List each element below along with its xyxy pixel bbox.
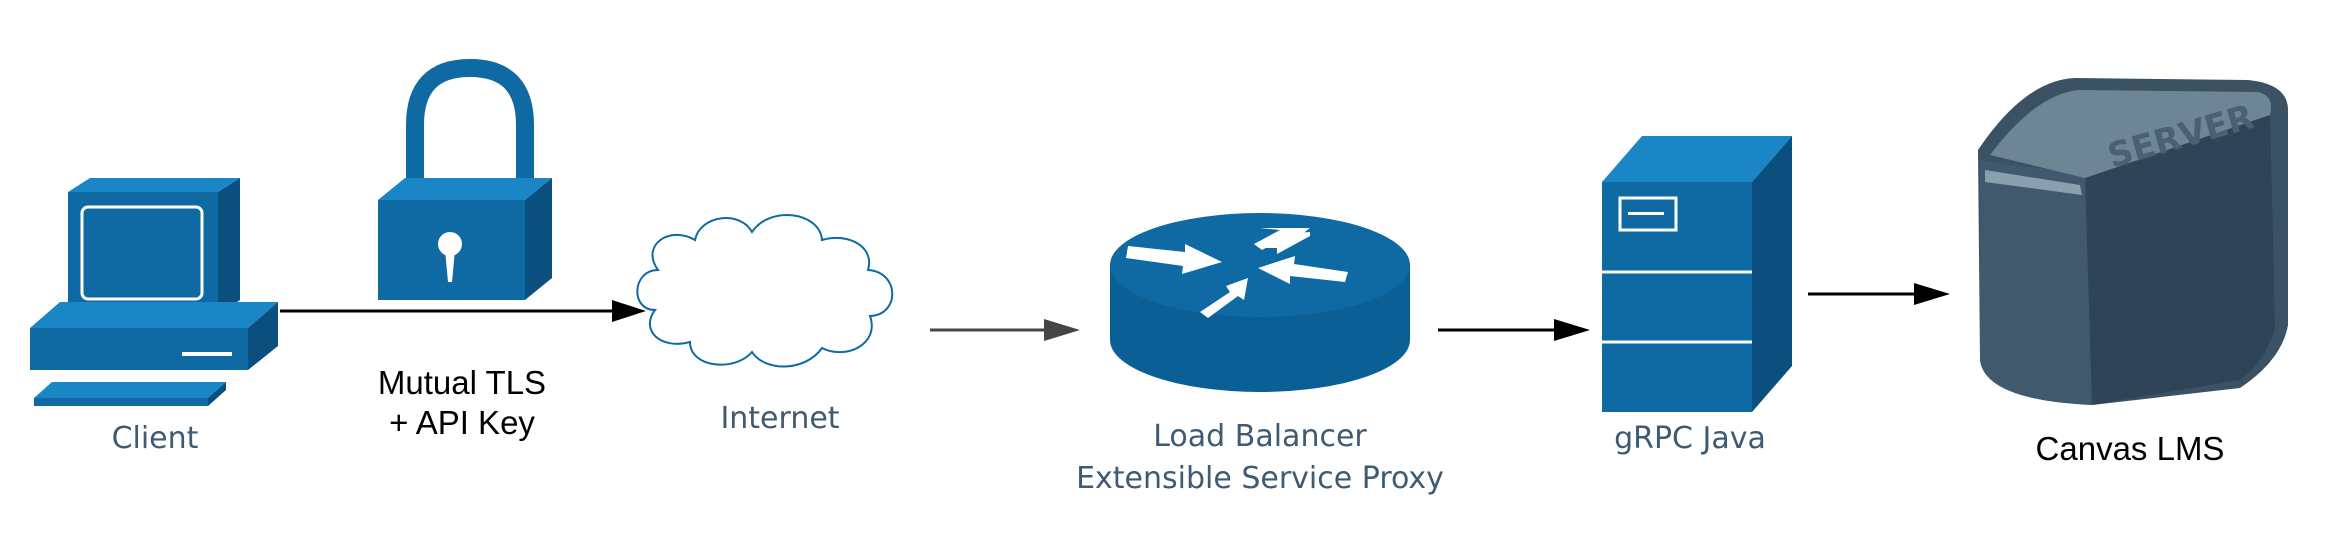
internet-label: Internet xyxy=(720,401,840,436)
edge-client-internet xyxy=(280,300,646,322)
load-balancer-label-line1: Load Balancer xyxy=(1153,419,1367,454)
edge-grpc-canvas xyxy=(1808,283,1950,305)
canvas-lms-label: Canvas LMS xyxy=(2035,430,2225,467)
server-box-icon: SERVER xyxy=(1978,78,2288,405)
edge-internet-loadbalancer xyxy=(930,319,1080,341)
edge-loadbalancer-grpc xyxy=(1438,319,1590,341)
cloud-icon xyxy=(636,214,894,368)
lock-label-line1: Mutual TLS xyxy=(377,364,547,401)
tower-server-icon xyxy=(1602,136,1792,412)
load-balancer-label-line2: Extensible Service Proxy xyxy=(1076,461,1444,496)
grpc-java-label: gRPC Java xyxy=(1614,421,1766,456)
client-label: Client xyxy=(111,421,199,456)
desktop-computer-icon xyxy=(30,178,278,406)
router-icon xyxy=(1110,213,1410,392)
padlock-icon xyxy=(378,58,552,300)
lock-label-line2: + API Key xyxy=(389,404,535,441)
